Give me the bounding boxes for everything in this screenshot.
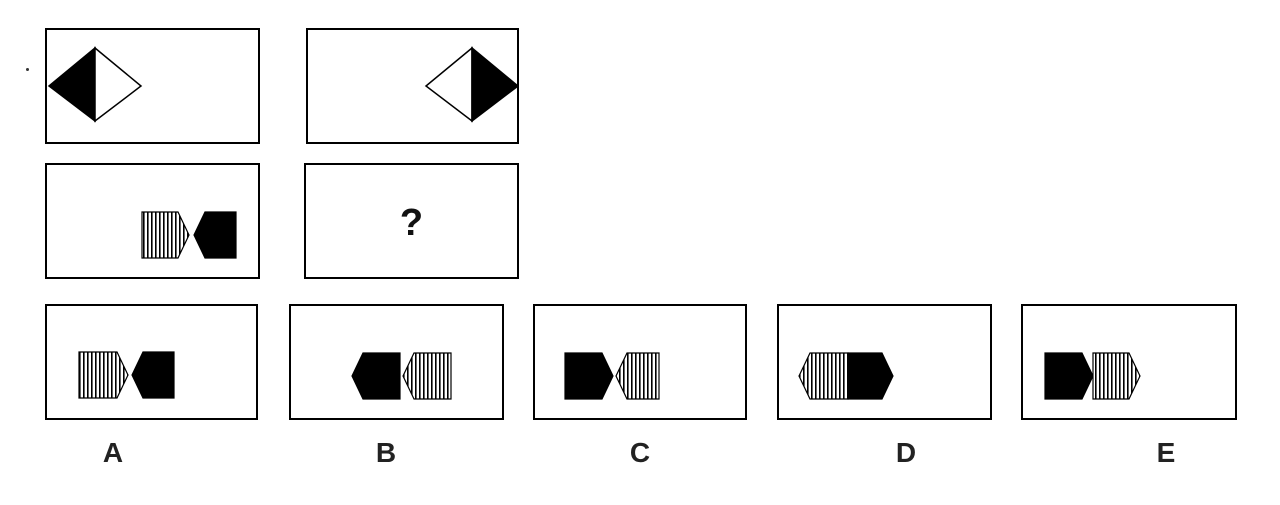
- black-shape: [193, 211, 237, 259]
- option-c-panel[interactable]: [533, 304, 747, 420]
- matrix-cell-2: [306, 28, 519, 144]
- question-mark: ?: [399, 201, 424, 244]
- option-label-a: A: [102, 437, 124, 468]
- matrix-cell-1: [45, 28, 260, 144]
- matrix-cell-3: [45, 163, 260, 279]
- diamond-white-half: [94, 46, 143, 123]
- stray-dot: [26, 68, 29, 71]
- striped-shape: [615, 352, 660, 400]
- black-shape: [564, 352, 614, 400]
- option-c-figure: [564, 352, 660, 400]
- diamond-black-half: [47, 46, 96, 123]
- black-shape: [1044, 352, 1094, 400]
- striped-shape: [1092, 352, 1141, 400]
- diamond-figure: [424, 46, 517, 123]
- matrix-cell-question: ?: [304, 163, 519, 279]
- option-label-e: E: [1156, 437, 1176, 468]
- diamond-white-half: [424, 46, 473, 123]
- option-d-panel[interactable]: [777, 304, 992, 420]
- striped-shape: [798, 352, 849, 400]
- option-a-figure: [78, 351, 175, 399]
- option-label-c: C: [629, 437, 651, 468]
- diamond-figure: [47, 46, 143, 123]
- option-d-figure: [798, 352, 894, 400]
- option-e-panel[interactable]: [1021, 304, 1237, 420]
- black-shape: [847, 352, 894, 400]
- option-b-figure: [351, 352, 452, 400]
- option-label-d: D: [895, 437, 917, 468]
- diamond-black-half: [471, 46, 517, 123]
- option-b-panel[interactable]: [289, 304, 504, 420]
- hexagon-pair-figure: [141, 211, 237, 259]
- black-shape: [131, 351, 175, 399]
- striped-shape: [402, 352, 452, 400]
- black-shape: [351, 352, 401, 400]
- striped-shape: [78, 351, 129, 399]
- option-a-panel[interactable]: [45, 304, 258, 420]
- striped-shape: [141, 211, 190, 259]
- option-e-figure: [1044, 352, 1141, 400]
- option-label-b: B: [375, 437, 397, 468]
